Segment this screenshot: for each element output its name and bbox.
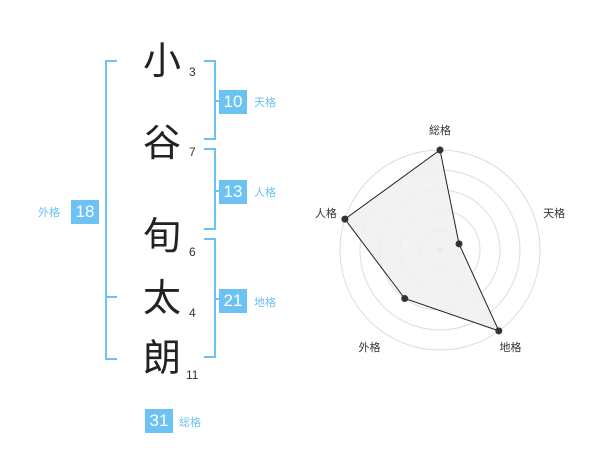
tenkaku-label: 天格	[254, 96, 276, 109]
jinkaku-bracket-tick	[214, 190, 222, 192]
gaikaku-bracket-divider	[105, 296, 117, 298]
gaikaku-label: 外格	[38, 206, 60, 219]
radar-axis-label-1: 総格	[429, 123, 451, 137]
radar-axis-label-2: 天格	[543, 206, 565, 220]
radar-axis-label-3: 地格	[500, 340, 522, 354]
jinkaku-value-badge: 13	[219, 180, 247, 204]
radar-series-area	[344, 149, 500, 332]
soukaku-value-badge: 31	[145, 409, 173, 433]
stroke-count-2: 7	[189, 145, 196, 159]
radar-point-4	[401, 295, 409, 303]
radar-point-5	[341, 215, 349, 223]
tenkaku-value-badge: 10	[219, 90, 247, 114]
tenkaku-bracket-tick	[214, 100, 222, 102]
name-char-3: 旬	[142, 214, 181, 258]
gaikaku-value-badge: 18	[71, 200, 99, 224]
name-char-4: 太	[142, 276, 181, 320]
gaikaku-bracket	[105, 60, 117, 360]
radar-point-1	[436, 146, 444, 154]
jinkaku-label: 人格	[254, 186, 276, 199]
chikaku-label: 地格	[254, 296, 276, 309]
radar-axis-label-4: 外格	[359, 340, 381, 354]
name-char-1: 小	[142, 39, 181, 83]
radar-point-3	[495, 327, 503, 335]
soukaku-label: 総格	[179, 416, 201, 429]
stroke-count-1: 3	[189, 65, 196, 79]
stroke-count-5: 11	[186, 368, 199, 382]
name-char-5: 朗	[142, 336, 181, 380]
name-char-2: 谷	[142, 121, 181, 165]
radar-point-2	[455, 240, 463, 248]
chikaku-value-badge: 21	[219, 289, 247, 313]
jinkaku-bracket	[204, 148, 216, 230]
stroke-count-4: 4	[189, 306, 196, 320]
chikaku-bracket-tick	[214, 298, 222, 300]
stroke-count-3: 6	[189, 245, 196, 259]
radar-axis-label-5: 人格	[315, 206, 337, 220]
